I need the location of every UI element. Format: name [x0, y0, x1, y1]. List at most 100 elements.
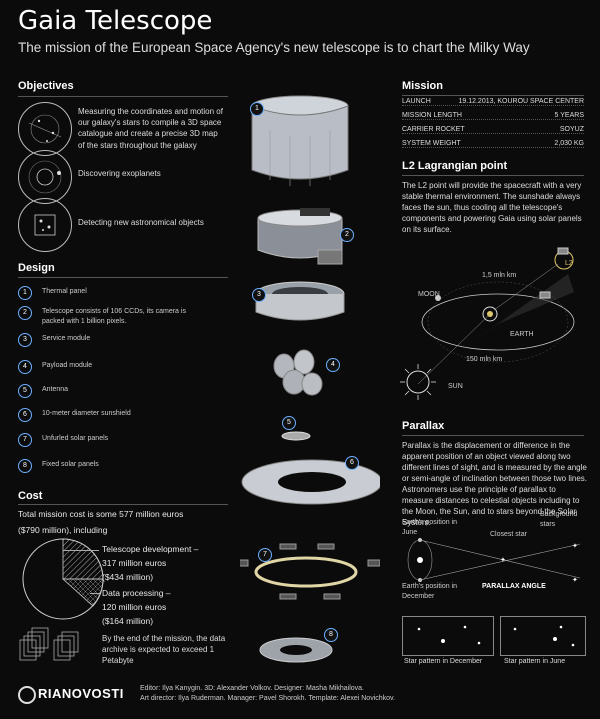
earth-label: EARTH — [510, 331, 534, 338]
objective-text-3: Detecting new astronomical objects — [78, 218, 204, 227]
svg-text:✦: ✦ — [572, 542, 578, 550]
page-title: Gaia Telescope — [18, 6, 213, 36]
telescope-part — [257, 208, 343, 265]
design-item-label: Service module — [42, 335, 91, 342]
cost-leader-1 — [63, 550, 99, 551]
l2-dist-1: 1,5 mln km — [482, 272, 517, 279]
mission-row: CARRIER ROCKET SOYUZ — [402, 126, 584, 134]
mission-key: MISSION LENGTH — [402, 112, 462, 119]
new-objects-icon — [18, 198, 72, 252]
service-module-part — [255, 281, 345, 321]
parallax-text: Parallax is the displacement or differen… — [402, 441, 587, 527]
data-stack-icon — [18, 626, 98, 667]
design-number-badge: 2 — [18, 306, 32, 320]
sunshield-part — [241, 459, 383, 505]
objectives-divider — [18, 96, 228, 97]
cost-archive: By the end of the mission, the data arch… — [102, 634, 226, 665]
l2-divider — [402, 175, 584, 176]
cost-total: Total mission cost is some 577 million e… — [18, 509, 184, 519]
star-pattern-december-box — [402, 616, 494, 656]
svg-text:✦: ✦ — [572, 576, 578, 584]
sun-icon — [398, 362, 438, 407]
l2-dist-2: 150 mln km — [466, 356, 503, 363]
mission-value: 19.12.2013, KOUROU SPACE CENTER — [458, 98, 584, 105]
design-heading: Design — [18, 262, 55, 274]
svg-text:✦: ✦ — [500, 556, 506, 564]
page-subtitle: The mission of the European Space Agency… — [18, 40, 530, 55]
design-number-badge: 4 — [18, 360, 32, 374]
mission-key: CARRIER ROCKET — [402, 126, 465, 133]
illustration-number-marker: 6 — [345, 456, 359, 470]
cost-heading: Cost — [18, 490, 43, 502]
sun-label: SUN — [448, 383, 463, 390]
design-number-badge: 7 — [18, 433, 32, 447]
design-divider — [18, 277, 228, 278]
mission-key: LAUNCH — [402, 98, 431, 105]
cost-dev-3: ($434 million) — [102, 572, 154, 582]
cost-proc-3: ($164 million) — [102, 616, 154, 626]
ria-logo-text: RIANOVOSTI — [38, 686, 124, 701]
cost-leader-2 — [90, 593, 100, 594]
moon-label: MOON — [418, 291, 440, 298]
star-map-icon — [18, 102, 72, 156]
pattern-december-label: Star pattern in December — [404, 658, 483, 665]
objective-text-1b: of the stars throughout the galaxy — [78, 141, 197, 150]
solar-panels-unfurled-part — [231, 543, 381, 600]
antenna-part — [281, 431, 311, 441]
objective-text-2: Discovering exoplanets — [78, 169, 161, 178]
background-stars-label: Background stars — [540, 511, 578, 528]
design-item-label: Payload module — [42, 362, 93, 369]
design-number-badge: 1 — [18, 286, 32, 300]
design-number-badge: 6 — [18, 408, 32, 422]
pattern-june-label: Star pattern in June — [504, 658, 566, 665]
parallax-angle-label: PARALLAX ANGLE — [482, 583, 546, 590]
illustration-number-marker: 8 — [324, 628, 338, 642]
l2-point-label: L2 — [565, 260, 573, 267]
design-item-label: Telescope consists of 106 CCDs, its came… — [42, 308, 186, 325]
design-number-badge: 3 — [18, 333, 32, 347]
cost-pie-chart — [18, 534, 108, 629]
design-item-label: Fixed solar panels — [42, 461, 99, 468]
mission-value: 2,030 KG — [554, 140, 584, 147]
l2-orbit-diagram — [398, 234, 598, 399]
parallax-diagram: ✦ ✦ ✦ — [400, 530, 590, 595]
june-label: Earth's position in June — [402, 519, 458, 536]
ria-logo-icon — [18, 686, 36, 704]
cost-dev-2: 317 million euros — [102, 558, 167, 568]
december-label: Earth's position in December — [402, 583, 458, 600]
illustration-number-marker: 2 — [340, 228, 354, 242]
thermal-panel-part — [251, 95, 349, 186]
cost-dev-1: Telescope development – — [102, 544, 199, 554]
mission-row: MISSION LENGTH 5 YEARS — [402, 112, 584, 120]
illustration-number-marker: 7 — [258, 548, 272, 562]
solar-panels-fixed-part — [259, 637, 333, 663]
design-item-label: Antenna — [42, 386, 69, 393]
mission-divider — [402, 95, 584, 96]
mission-row: LAUNCH 19.12.2013, KOUROU SPACE CENTER — [402, 98, 584, 106]
illustration-number-marker: 1 — [250, 102, 264, 116]
mission-value: 5 YEARS — [554, 112, 584, 119]
exoplanet-icon — [18, 150, 72, 204]
telescope-illustration — [231, 90, 383, 695]
objectives-heading: Objectives — [18, 80, 74, 92]
parallax-heading: Parallax — [402, 420, 445, 432]
mission-value: SOYUZ — [559, 126, 584, 133]
design-item-label: Thermal panel — [42, 288, 87, 295]
cost-divider — [18, 504, 228, 505]
cost-proc-1: Data processing – — [102, 588, 171, 598]
objective-text-1: Measuring the coordinates and motion of … — [78, 107, 223, 138]
design-item-label: Unfurled solar panels — [42, 435, 109, 442]
illustration-number-marker: 4 — [326, 358, 340, 372]
payload-module-part — [273, 349, 323, 396]
design-item-label: 10-meter diameter sunshield — [42, 410, 131, 417]
design-number-badge: 8 — [18, 459, 32, 473]
parallax-divider — [402, 435, 584, 436]
l2-heading: L2 Lagrangian point — [402, 160, 508, 172]
l2-text: The L2 point will provide the spacecraft… — [402, 181, 582, 234]
cost-total-usd: ($790 million), including — [18, 525, 108, 535]
closest-star-label: Closest star — [490, 531, 527, 538]
illustration-number-marker: 3 — [252, 288, 266, 302]
cost-proc-2: 120 million euros — [102, 602, 167, 612]
design-number-badge: 5 — [18, 384, 32, 398]
